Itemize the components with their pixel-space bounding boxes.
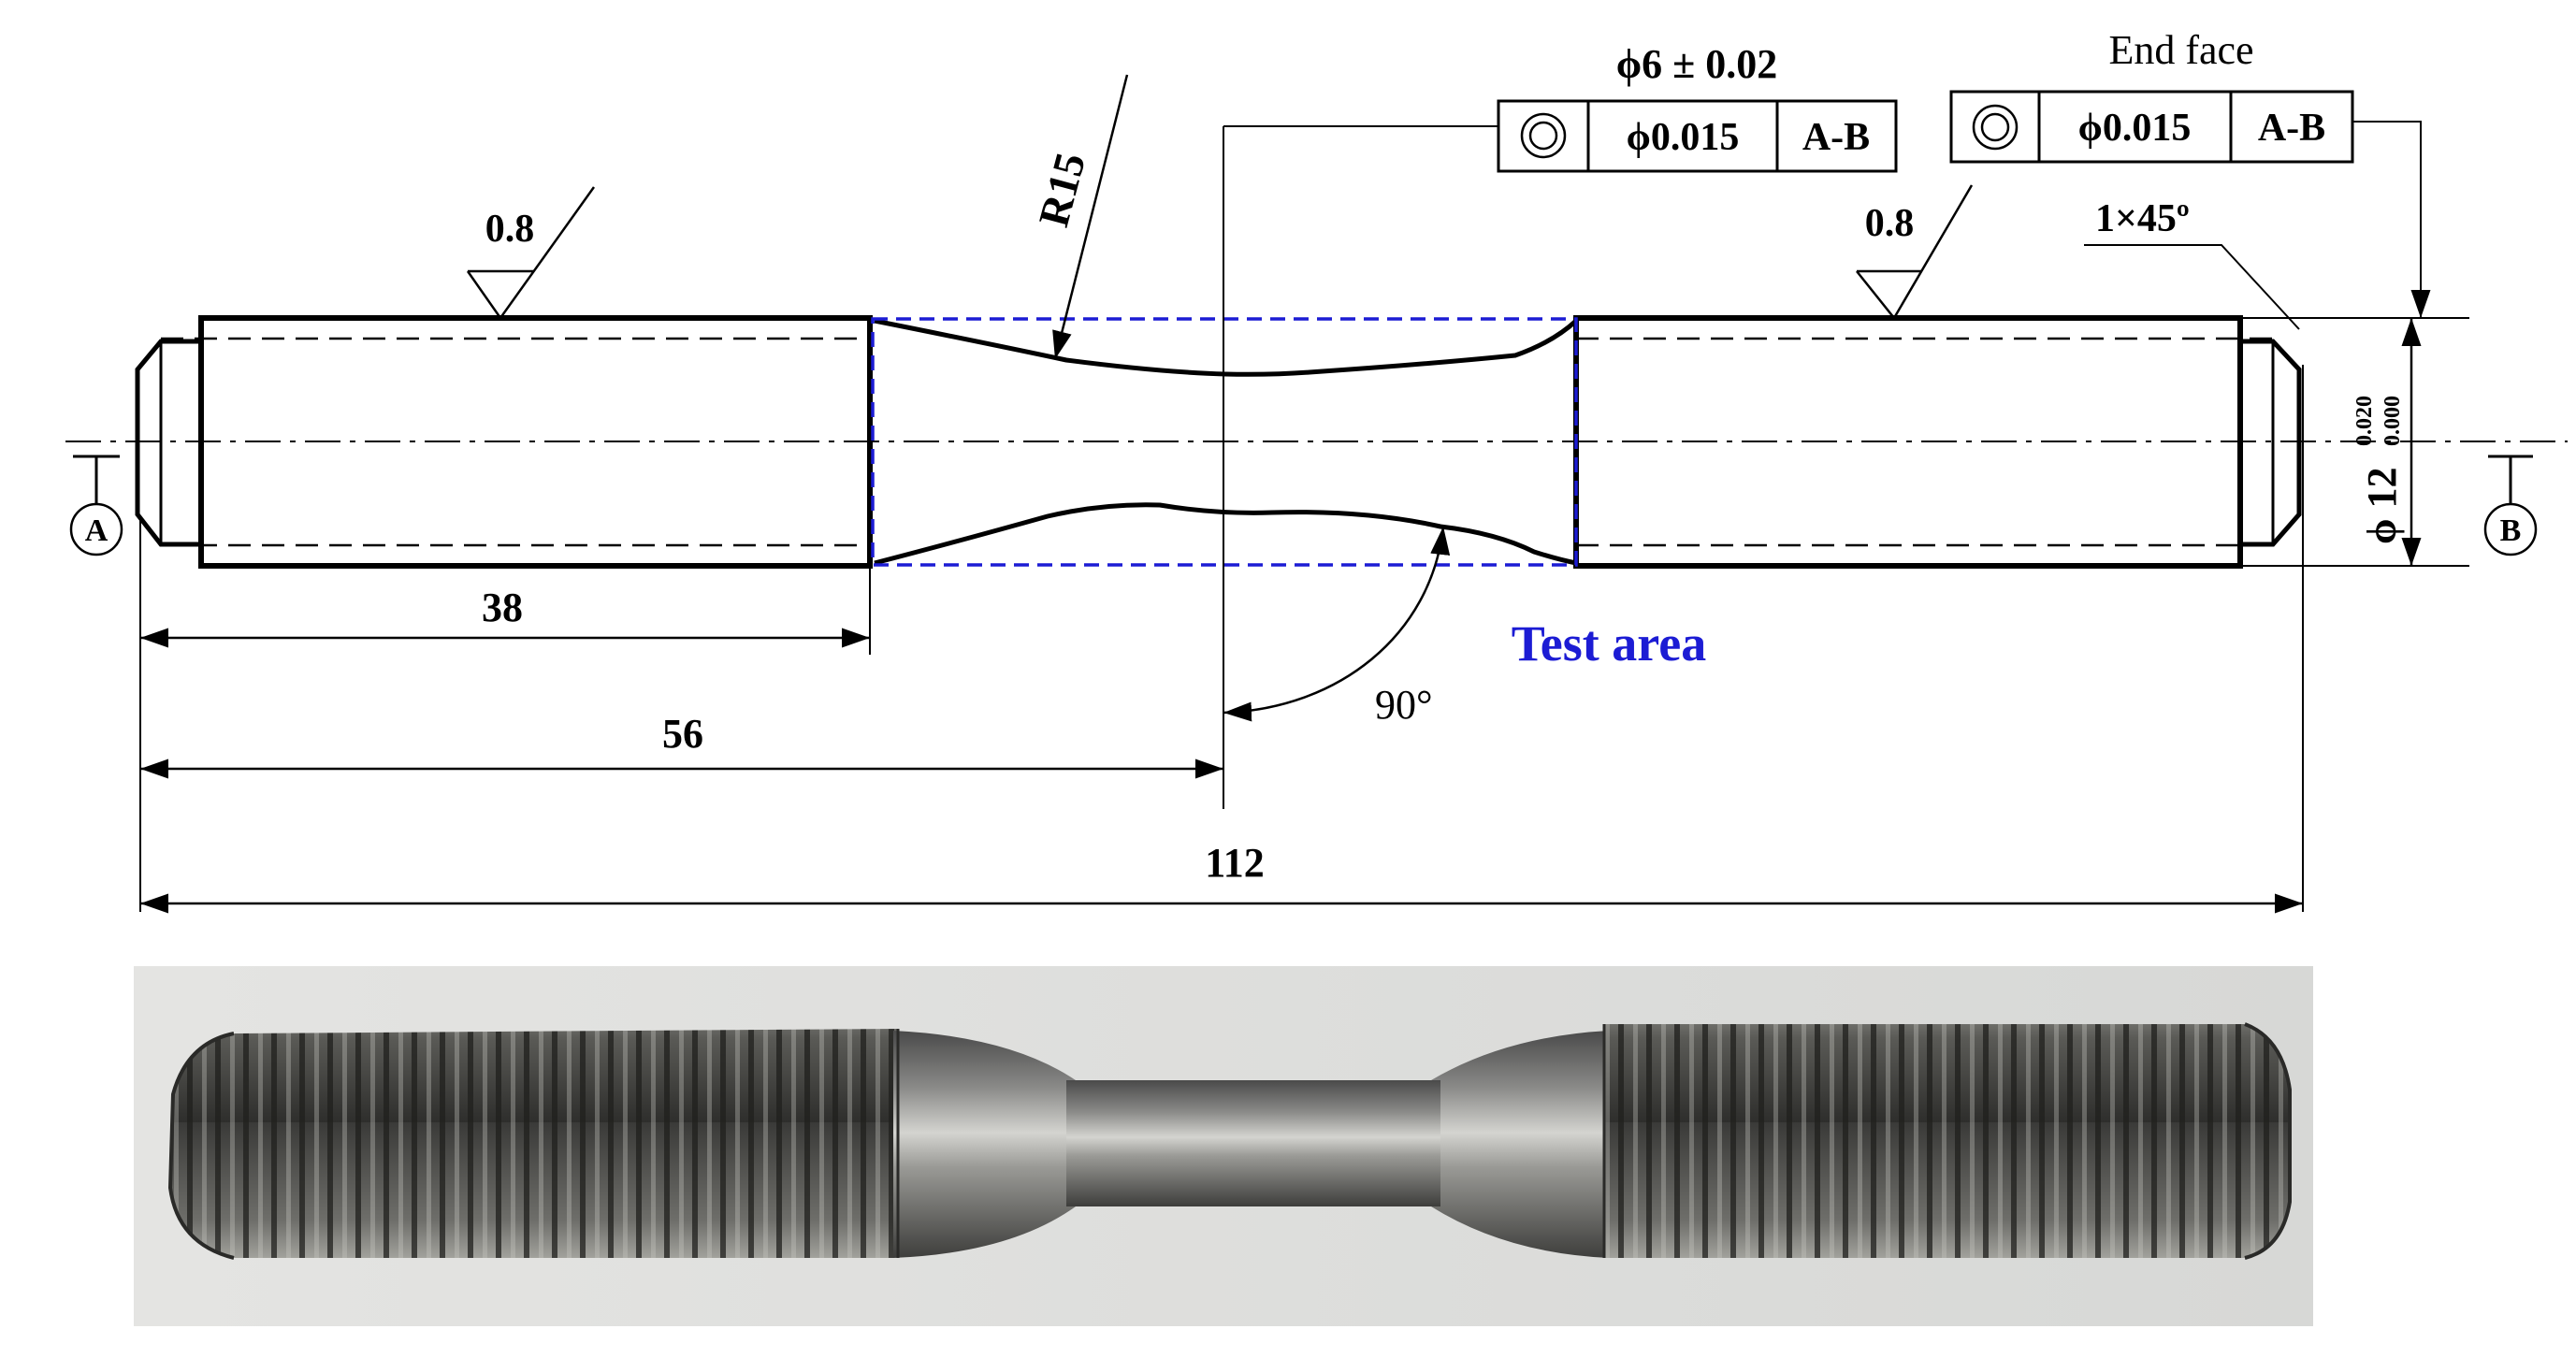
roughness-left-label: 0.8 — [485, 208, 535, 251]
fcf-end-leader — [2352, 121, 2431, 318]
right-end-chamfer — [2240, 339, 2302, 547]
angle-arc — [1223, 526, 1451, 722]
fcf-end-frame — [1949, 90, 2354, 164]
technical-drawing — [65, 74, 2568, 914]
left-thread-body — [198, 315, 873, 569]
test-area-label: Test area — [1512, 615, 1707, 672]
r15-leader — [1052, 74, 1129, 360]
chamfer-label: 1×45º — [2095, 197, 2190, 240]
left-end-chamfer — [135, 339, 201, 547]
dim-112-label: 112 — [1205, 840, 1265, 886]
section-marker-a — [69, 455, 123, 556]
concentricity-symbol — [1972, 104, 2019, 151]
roughness-symbol-right — [1856, 184, 1974, 321]
dim-38-label: 38 — [482, 585, 523, 630]
chamfer-leader — [2084, 244, 2300, 330]
fcf-end-datum: A-B — [2258, 107, 2325, 150]
fcf-center-frame — [1497, 99, 1898, 173]
tolerance-lower-label: 0.000 — [2381, 396, 2405, 446]
dim-56-label: 56 — [662, 711, 703, 757]
drawing-labels: A B 38 56 112 R15 90° 1×45º 0.8 0.8 ϕ 12… — [85, 27, 2522, 886]
datum-a-label: A — [85, 513, 109, 548]
neck-top-profile — [874, 318, 1578, 377]
angle-label: 90° — [1375, 682, 1433, 728]
tolerance-upper-label: 0.020 — [2352, 396, 2377, 446]
radius-label: R15 — [1029, 148, 1094, 232]
concentricity-symbol — [1520, 112, 1567, 159]
neck-bottom-profile — [874, 502, 1577, 566]
datum-b-label: B — [2500, 513, 2522, 548]
fcf-center-tolerance: ϕ0.015 — [1627, 116, 1740, 159]
roughness-symbol-left — [466, 186, 596, 321]
roughness-right-label: 0.8 — [1865, 202, 1915, 245]
fcf-end-tolerance: ϕ0.015 — [2078, 107, 2192, 150]
threaded-specimen-photo — [134, 966, 2313, 1326]
section-marker-b — [2483, 455, 2538, 556]
fcf-center-datum: A-B — [1802, 116, 1870, 159]
diameter-label: ϕ 12 — [2359, 468, 2405, 544]
fcf-end-header: End face — [2108, 27, 2253, 73]
fcf-center-header: ϕ6 ± 0.02 — [1616, 41, 1778, 87]
